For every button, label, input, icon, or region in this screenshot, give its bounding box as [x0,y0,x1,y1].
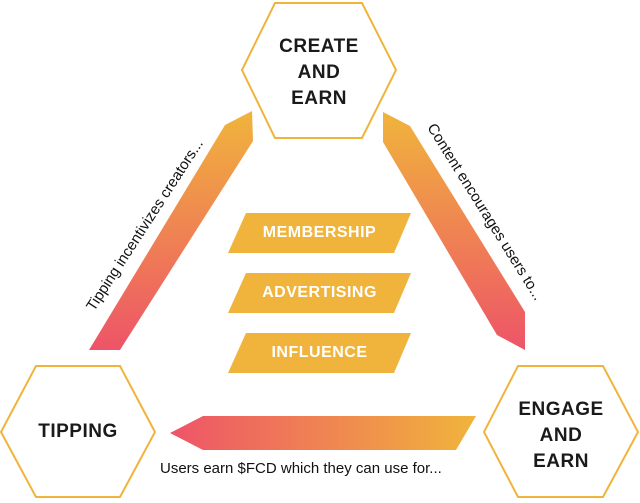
caption-bottom: Users earn $FCD which they can use for..… [160,460,442,477]
create-line2: AND [297,62,341,83]
hexagon-engage [482,365,640,498]
arrow-create-to-engage [383,112,525,350]
node-create-label: CREATE AND EARN [242,34,396,112]
influence-shape [228,333,411,373]
node-tipping-label: TIPPING [1,419,155,445]
hexagon-create [240,1,398,139]
tipping-line1: TIPPING [38,421,118,442]
create-line1: CREATE [279,36,359,57]
engage-line1: ENGAGE [518,399,604,420]
advertising-shape [228,273,411,313]
engage-line2: AND [539,425,583,446]
arrow-tipping-to-create [89,111,253,350]
influence-label: INFLUENCE [271,344,368,361]
arrow-engage-to-tipping [170,416,476,450]
advertising-label: ADVERTISING [262,284,377,301]
membership-label: MEMBERSHIP [262,224,377,241]
engage-line3: EARN [533,451,589,472]
hexagon-tipping [0,365,157,498]
node-engage-label: ENGAGE AND EARN [484,397,638,475]
create-line3: EARN [291,88,347,109]
membership-shape [228,213,411,253]
